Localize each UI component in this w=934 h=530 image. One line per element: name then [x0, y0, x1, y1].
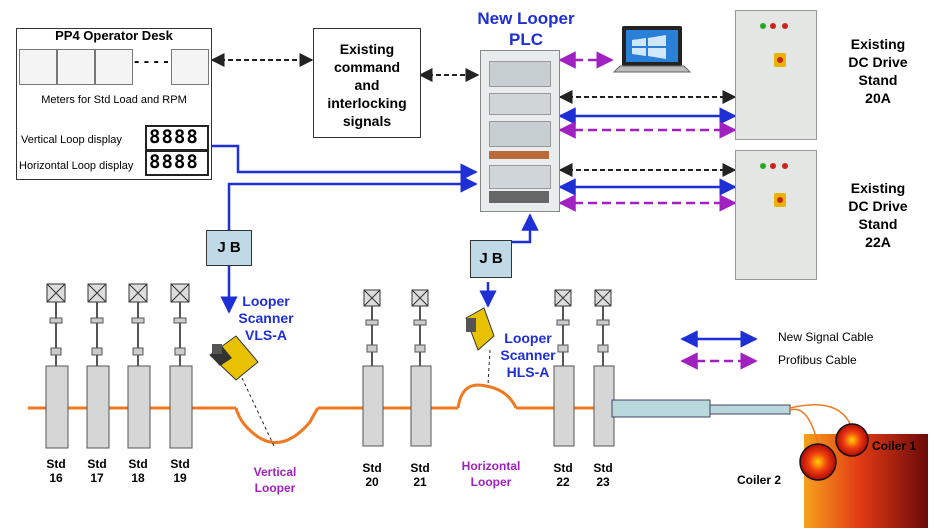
- existing-command-line4: interlocking: [327, 95, 407, 111]
- coiler-1-coil: [835, 423, 869, 457]
- laptop-icon: [612, 26, 692, 73]
- strip-to-coiler-2: [789, 408, 819, 445]
- stand-20: [362, 289, 384, 447]
- drive-20a-cabinet: [735, 10, 817, 140]
- strip-path: [28, 383, 614, 444]
- stand-22: [553, 289, 575, 447]
- junction-box-left: J B: [206, 230, 252, 266]
- scanner-hls-line3: HLS-A: [506, 364, 550, 380]
- stand-21: [410, 289, 432, 447]
- scanner-hls-device: [465, 307, 495, 351]
- display-to-plc-signal: [206, 144, 478, 181]
- drive-22a-line4: 22A: [865, 234, 891, 250]
- coiler-2-label: Coiler 2: [737, 473, 782, 487]
- existing-command-line3: and: [354, 77, 380, 93]
- existing-command-box: Existing command and interlocking signal…: [313, 28, 421, 138]
- junction-box-right: J B: [470, 240, 512, 278]
- runout-table: [611, 399, 711, 418]
- existing-command-line2: command: [333, 59, 401, 75]
- horizontal-looper-line1: Horizontal: [461, 459, 521, 473]
- strip-to-coiler-1: [789, 404, 853, 429]
- runout-mandrel: [709, 404, 791, 415]
- plc-cabinet: [480, 50, 560, 212]
- jb-left-to-plc-signal: [227, 175, 478, 230]
- horizontal-looper-line2: Looper: [470, 475, 512, 489]
- drive-22a-line3: Stand: [858, 216, 898, 232]
- vertical-looper-line1: Vertical: [253, 465, 297, 479]
- drive-20a-line3: Stand: [858, 72, 898, 88]
- coiler-2-coil: [799, 443, 837, 481]
- vertical-loop-label: Vertical Loop display: [21, 134, 122, 146]
- stand-17: [86, 283, 110, 449]
- meter-2: [57, 49, 95, 85]
- stand-19: [169, 283, 193, 449]
- horizontal-loop-display: 8888: [145, 150, 209, 176]
- scanner-vls-line2: Scanner: [238, 310, 294, 326]
- hls-sightline: [487, 349, 491, 385]
- horizontal-loop-label: Horizontal Loop display: [19, 160, 134, 172]
- stand-18: [127, 283, 151, 449]
- legend-profibus-label: Profibus Cable: [778, 353, 857, 367]
- vertical-loop-display: 8888: [145, 125, 209, 151]
- scanner-hls-line1: Looper: [504, 330, 552, 346]
- jb-right-to-plc-signal: [506, 213, 539, 244]
- meters-caption: Meters for Std Load and RPM: [41, 94, 187, 106]
- drive-22a-cabinet: [735, 150, 817, 280]
- existing-command-line5: signals: [342, 113, 392, 129]
- meter-3: [95, 49, 133, 85]
- meter-ellipsis: - - - -: [134, 53, 169, 70]
- vls-sightline: [241, 377, 275, 447]
- meter-1: [19, 49, 57, 85]
- vertical-looper-line2: Looper: [254, 481, 296, 495]
- existing-command-line1: Existing: [339, 41, 395, 57]
- operator-desk-panel: PP4 Operator Desk - - - - Meters for Std…: [16, 28, 212, 180]
- stand-23: [593, 289, 615, 447]
- scanner-hls-line2: Scanner: [500, 347, 556, 363]
- plc-title-line2: PLC: [509, 30, 543, 49]
- drive-20a-line1: Existing: [850, 36, 906, 52]
- drive-22a-line2: DC Drive: [848, 198, 908, 214]
- legend-new-signal-label: New Signal Cable: [778, 330, 874, 344]
- drive-22a-line1: Existing: [850, 180, 906, 196]
- drive-20a-line4: 20A: [865, 90, 891, 106]
- coiler-1-label: Coiler 1: [872, 439, 917, 453]
- meter-4: [171, 49, 209, 85]
- scanner-vls-line3: VLS-A: [245, 327, 287, 343]
- scanner-vls-line1: Looper: [242, 293, 290, 309]
- stand-16: [45, 283, 69, 449]
- scanner-vls-device: [209, 335, 259, 381]
- operator-desk-title: PP4 Operator Desk: [55, 28, 173, 43]
- plc-title-line1: New Looper: [477, 9, 575, 28]
- drive-20a-line2: DC Drive: [848, 54, 908, 70]
